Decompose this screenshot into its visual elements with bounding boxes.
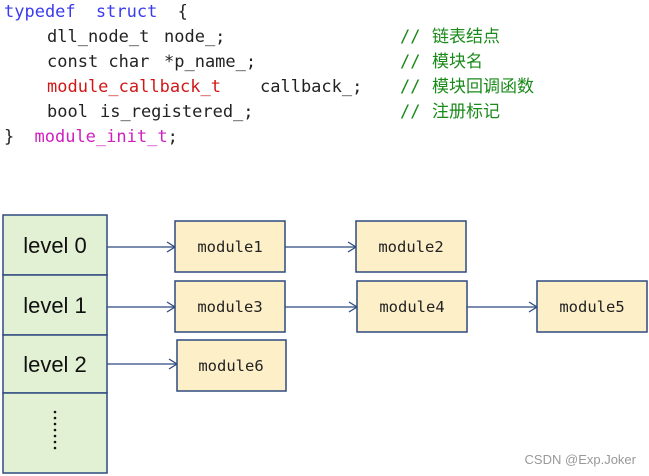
watermark: CSDN @Exp.Joker [525, 452, 637, 467]
module-label: module3 [197, 298, 262, 316]
arrows [107, 247, 537, 364]
struct-typename: module_init_t [35, 127, 168, 147]
module-box-3 [174, 280, 286, 333]
open-brace: { [178, 2, 188, 22]
field-type: bool [47, 102, 88, 122]
field-name: node_; [164, 27, 225, 47]
comment-mark: // [400, 77, 420, 97]
comment: 链表结点 [432, 27, 500, 47]
semicolon: ; [168, 127, 178, 147]
comment: 注册标记 [432, 102, 500, 122]
close-brace: } [4, 127, 14, 147]
comment-mark: // [400, 27, 420, 47]
level-column [2, 214, 108, 474]
code-line-typedef: typedef struct { [4, 2, 188, 22]
module-label: module4 [379, 298, 444, 316]
field-name: callback_; [260, 77, 362, 97]
field-type: dll_node_t [47, 27, 149, 47]
field-name: *p_name_; [164, 52, 256, 72]
field-type: const char [47, 52, 149, 72]
keyword-struct: struct [96, 2, 157, 22]
field-name: is_registered_; [100, 102, 254, 122]
comment: 模块名 [432, 52, 483, 72]
level-cell-more [2, 392, 108, 474]
comment: 模块回调函数 [432, 77, 534, 97]
module-label: module1 [197, 238, 262, 256]
module-box-6 [176, 339, 287, 392]
module-boxes [174, 220, 648, 392]
module-label: module6 [198, 357, 263, 375]
level-label: level 2 [23, 352, 87, 377]
comment-mark: // [400, 102, 420, 122]
module-box-5 [536, 280, 648, 333]
comment-mark: // [400, 52, 420, 72]
level-label: level 0 [23, 233, 87, 258]
code-line-close: } module_init_t; [4, 127, 178, 147]
level-cell-0 [2, 214, 108, 276]
module-box-1 [174, 220, 286, 273]
module-box-2 [355, 220, 467, 273]
level-label: level 1 [23, 293, 87, 318]
module-label: module2 [378, 238, 443, 256]
field-type-highlighted: module_callback_t [47, 77, 221, 97]
keyword-typedef: typedef [4, 2, 76, 22]
module-box-4 [356, 280, 468, 333]
code-block: typedef struct { dll_node_t node_; // 链表… [4, 2, 534, 147]
ellipsis-dots [53, 410, 57, 450]
module-label: module5 [559, 298, 624, 316]
level-cell-2 [2, 334, 108, 394]
level-cell-1 [2, 274, 108, 336]
